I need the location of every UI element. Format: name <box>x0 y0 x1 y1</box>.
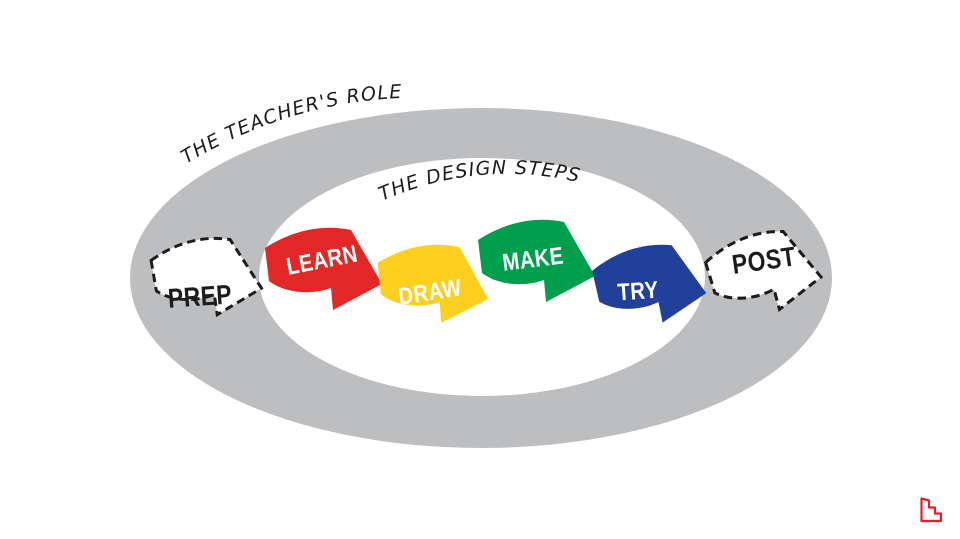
step-arrow-make: MAKE <box>478 219 595 302</box>
step-arrow-try: TRY <box>590 240 709 330</box>
prep-label: PREP <box>167 280 233 315</box>
try-label: TRY <box>617 276 660 306</box>
step-arrow-draw: DRAW <box>376 243 490 324</box>
step-arrow-learn: LEARN <box>265 227 382 310</box>
design-steps-area <box>259 158 705 396</box>
stairs-steps-icon <box>920 497 943 523</box>
step-arrow-prep: PREP <box>148 234 265 320</box>
step-arrow-post: POST <box>700 222 827 323</box>
